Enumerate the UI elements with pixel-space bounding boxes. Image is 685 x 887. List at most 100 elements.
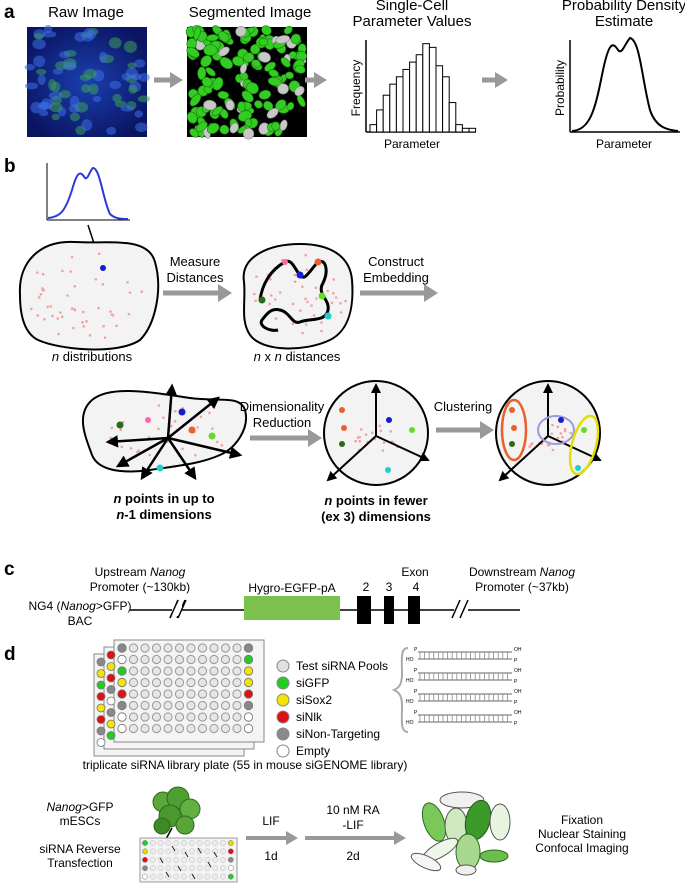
nanog-gfp-label: Nanog>GFP (46, 800, 113, 814)
hist-bar (461, 127, 470, 133)
distribution-space-blob (18, 240, 160, 351)
bac-construct (130, 596, 520, 624)
svg-text:OH: OH (514, 668, 522, 674)
panel-b-label: b (4, 156, 16, 177)
minus-lif-label: -LIF (342, 818, 363, 832)
sirna-label-2: Transfection (47, 856, 113, 870)
segmented-image-title: Segmented Image (189, 4, 312, 21)
legend-swatch (276, 744, 290, 758)
downstream-label-2: Promoter (~37kb) (475, 580, 569, 594)
hist-bar (409, 61, 417, 133)
lif-label: LIF (262, 814, 279, 828)
differentiated-cells (410, 791, 511, 876)
hist-title-2: Parameter Values (353, 13, 472, 30)
nuclear-staining-label: Nuclear Staining (538, 827, 626, 841)
distance-network-blob (242, 242, 354, 350)
pdf-xlabel: Parameter (596, 137, 652, 151)
svg-text:OH: OH (514, 710, 522, 716)
construct-label-2: Embedding (363, 270, 429, 285)
hygro-label: Hygro-EGFP-pA (248, 581, 335, 595)
hist-bar (448, 102, 457, 133)
hist-bar (422, 43, 430, 133)
construct-label-1: Construct (368, 254, 424, 269)
n-distributions-label: n distributions (52, 349, 133, 364)
hist-bar (435, 65, 444, 133)
mescs-label: mESCs (60, 814, 101, 828)
hist-bar (395, 76, 404, 133)
confocal-imaging-label: Confocal Imaging (535, 841, 628, 855)
svg-text:HO: HO (406, 720, 414, 726)
legend-label: siGFP (296, 676, 329, 690)
raw-image-title: Raw Image (48, 4, 124, 21)
panel-a-label: a (4, 2, 15, 23)
legend-label: siSox2 (296, 693, 332, 707)
hist-bar (442, 76, 450, 133)
legend-label: Empty (296, 744, 330, 758)
pdf-curve (569, 36, 680, 133)
hist-bar (369, 124, 378, 133)
svg-text:P: P (514, 658, 518, 664)
svg-text:P: P (414, 689, 418, 695)
exon-2-label: 2 (363, 580, 370, 594)
pdf-ylabel: Probability (553, 60, 567, 116)
plate-stack (93, 639, 265, 757)
panel-c-label: c (4, 559, 15, 580)
pdf-title-2: Estimate (595, 13, 653, 30)
hist-bar (415, 54, 424, 133)
exon-2 (357, 596, 371, 624)
svg-text:OH: OH (514, 647, 522, 653)
dimred-label-2: Reduction (253, 415, 312, 430)
legend-swatch (276, 659, 290, 673)
plate-caption: triplicate siRNA library plate (55 in mo… (83, 758, 408, 772)
legend-label: Test siRNA Pools (296, 659, 388, 673)
exon-label: Exon (401, 565, 428, 579)
svg-text:OH: OH (514, 689, 522, 695)
clustering-label: Clustering (434, 399, 493, 414)
points-fewer-1: n points in fewer (324, 493, 427, 508)
downstream-label-1: Downstream Nanog (469, 565, 575, 579)
well-legend: Test siRNA PoolssiGFPsiSox2siNlksiNon-Ta… (276, 659, 388, 758)
points-up-to-1: n points in up to (113, 491, 214, 506)
hist-title-1: Single-Cell (376, 0, 449, 14)
upstream-label-1: Upstream Nanog (95, 565, 186, 579)
hist-bar (376, 109, 384, 133)
measure-label-2: Distances (166, 270, 224, 285)
svg-text:P: P (514, 679, 518, 685)
exon-3-label: 3 (386, 580, 393, 594)
dimred-label-1: Dimensionality (240, 399, 325, 414)
hist-bar (389, 83, 397, 133)
svg-text:P: P (514, 721, 518, 727)
legend-swatch (276, 710, 290, 724)
hygro-egfp-box (244, 596, 340, 620)
points-fewer-2: (ex 3) dimensions (321, 509, 431, 524)
ng4-label: NG4 (Nanog>GFP) (28, 599, 131, 613)
pdf-title-1: Probability Density (562, 0, 685, 14)
hist-bar (468, 127, 477, 133)
svg-text:P: P (414, 710, 418, 716)
blue-distribution-plot (46, 163, 130, 221)
points-up-to-2: n-1 dimensions (116, 507, 211, 522)
fixation-label: Fixation (561, 813, 603, 827)
histogram (365, 40, 477, 133)
hist-bar (402, 68, 411, 133)
exon-3 (384, 596, 394, 624)
exon-4 (408, 596, 420, 624)
svg-text:P: P (514, 700, 518, 706)
legend-label: siNlk (296, 710, 323, 724)
hist-ylabel: Frequency (349, 60, 363, 117)
colony-cluster (152, 786, 201, 852)
hist-bar (382, 94, 391, 133)
svg-text:P: P (414, 647, 418, 653)
measure-label-1: Measure (170, 254, 221, 269)
hist-xlabel: Parameter (384, 137, 440, 151)
sirna-label-1: siRNA Reverse (39, 842, 121, 856)
clustered-embedding (495, 380, 602, 486)
nxn-distances-label: n x n distances (254, 349, 341, 364)
upstream-label-2: Promoter (~130kb) (90, 580, 190, 594)
svg-text:HO: HO (406, 657, 414, 663)
raw-image (24, 24, 150, 137)
day-2-label: 2d (346, 849, 359, 863)
svg-text:P: P (414, 668, 418, 674)
segmented-image (185, 25, 308, 140)
